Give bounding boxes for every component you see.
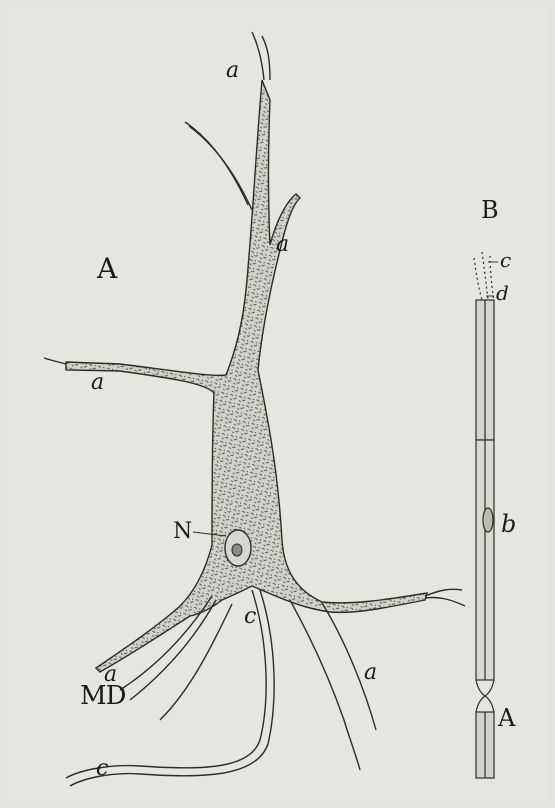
nucleus-region-label: MD [80,683,125,709]
dendrite-label-top: a [226,60,239,82]
dendrite-label-right: a [276,234,289,256]
fiber-label-b: b [501,512,516,536]
nucleus-label: N [173,521,192,543]
nucleolus [232,544,242,556]
fiber-end-label: A [498,706,515,730]
axon-label: c [244,606,256,628]
panel-label-a: A [97,255,117,283]
axon-label-bottom: c [96,758,108,780]
dendrite-label-lower-right: a [364,662,377,684]
dendrite-label-lower-left: a [104,664,117,686]
fiber-label-c: c [500,250,511,270]
dendrite-label-left: a [91,372,104,394]
panel-label-b: B [481,198,499,222]
fiber-nucleus [483,508,493,532]
fiber-label-d: d [496,283,509,303]
